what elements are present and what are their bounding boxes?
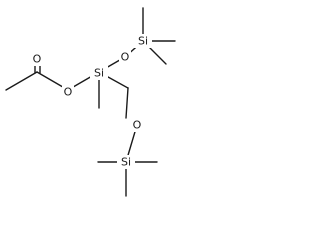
si-bottom-label: Si (121, 156, 131, 169)
o-bottom-label: O (133, 119, 142, 132)
atom-si-top: Si (134, 34, 152, 48)
o-carbonyl-label: O (33, 53, 42, 66)
si-top-label: Si (138, 35, 148, 48)
atom-o-bottom: O (131, 118, 143, 132)
atom-o-top: O (119, 50, 131, 64)
molecule-structure-diagram: O O Si O Si O Si (5, 7, 176, 197)
bond-o-bottom-si-bottom (125, 87, 129, 119)
o-ester-label: O (64, 86, 73, 99)
si-center-label: Si (94, 67, 104, 80)
atom-labels: O O Si O Si O Si (31, 34, 152, 169)
o-top-label: O (121, 51, 130, 64)
atom-o-carbonyl: O (31, 52, 42, 66)
atom-o-ester: O (62, 85, 74, 99)
bond-methyl-carbonyl (5, 71, 38, 91)
atom-si-bottom: Si (117, 155, 135, 169)
atom-si-center: Si (90, 66, 108, 80)
